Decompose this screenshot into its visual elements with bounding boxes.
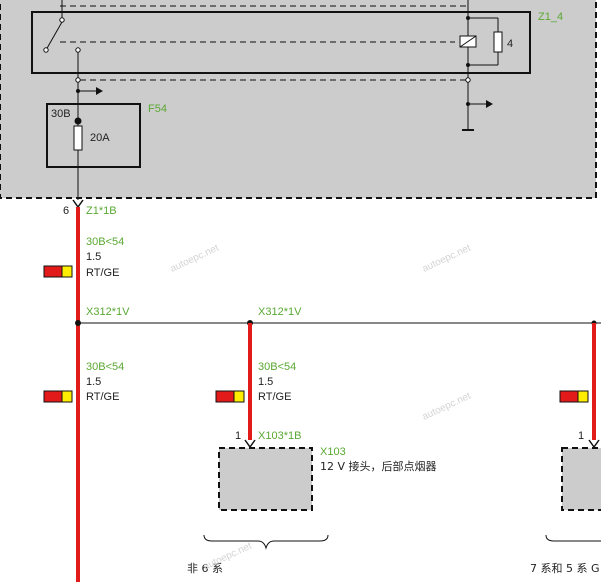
module-name-label: Z1_4 [538,11,563,23]
plug-right-pin-label: 1 [578,430,584,442]
module-pin-label: 4 [507,38,513,50]
plug-description: 12 V 接头，后部点烟器 [320,459,437,473]
watermark: autoepc.net [421,391,473,423]
splice-mid-label: X312*1V [258,306,302,318]
wire-mid-color: RT/GE [258,391,291,403]
wire-left-signal: 30B<54 [86,361,124,373]
fuse-symbol [73,117,83,151]
control-unit-area [0,0,597,199]
wire-mid-signal: 30B<54 [258,361,296,373]
fuse-name-label: F54 [148,103,167,115]
connector-pin-label: 6 [63,205,69,217]
wire-left-color: RT/GE [86,391,119,403]
wire-color-chip-right [559,390,589,403]
connector-z1 [72,199,84,209]
wire-left-size: 1.5 [86,376,101,388]
variant-left-label: 非 6 系 [187,562,223,575]
right-device-box [561,447,601,511]
branch-arrow [75,77,103,95]
wire-mid-size: 1.5 [258,376,273,388]
relay-coil-symbol [459,0,503,131]
connector-name-label: Z1*1B [86,205,117,217]
watermark: autoepc.net [421,243,473,275]
watermark: autoepc.net [169,243,221,275]
plug-device-box [218,447,313,511]
plug-pin-label: 1 [235,430,241,442]
variant-brace-right [545,534,601,542]
wire-top-size: 1.5 [86,251,101,263]
relay-module-box [31,11,531,74]
wire-top-signal: 30B<54 [86,236,124,248]
plug-connector [244,439,256,449]
fuse-terminal-label: 30B [51,108,71,120]
wire-color-chip-top [43,265,73,278]
fuse-rating-label: 20A [90,132,110,144]
fuse-box [46,103,141,168]
wire-color-chip-mid [215,390,245,403]
plug-name-label: X103*1B [258,430,301,442]
watermark: autoepc.net [202,541,254,573]
variant-brace-left [203,534,329,550]
plug-id-label: X103 [320,446,346,458]
wire-color-chip-left [43,390,73,403]
splice-left-label: X312*1V [86,306,130,318]
wire-top-color: RT/GE [86,267,119,279]
variant-right-label: 7 系和 5 系 G [530,562,600,575]
